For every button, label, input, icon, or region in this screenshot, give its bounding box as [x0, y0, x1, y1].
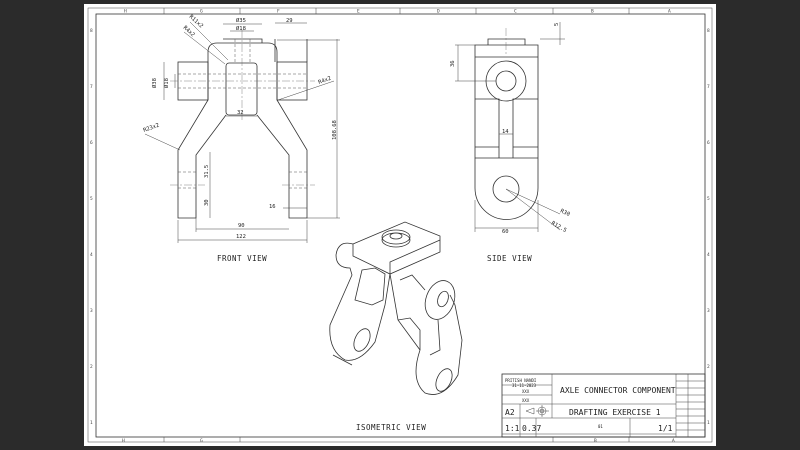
drawn-date: 31-11-2023: [512, 383, 537, 388]
sheet-number: 1/1: [658, 424, 673, 433]
zone-col-label: B: [591, 9, 594, 15]
zone-col-label: H: [124, 9, 127, 15]
dim-r23: R23x2: [143, 123, 161, 134]
dim-r30: R30: [559, 208, 571, 218]
drawing-number: 01: [598, 424, 603, 429]
zone-row-label: 2: [90, 364, 93, 370]
drawing-subtitle: DRAFTING EXERCISE 1: [569, 408, 661, 417]
zone-col-label: C: [514, 9, 517, 15]
drawing-weight: 0.37: [522, 424, 541, 433]
zone-row-label: 7: [90, 84, 93, 90]
drawn-by: PRITISH NANDI: [505, 378, 537, 383]
zone-col-label: G: [200, 9, 203, 15]
side-view-label: SIDE VIEW: [487, 254, 532, 263]
zone-row-label: 5: [707, 196, 710, 202]
zone-row-label: 8: [90, 28, 93, 34]
zone-row-label: 1: [90, 420, 93, 426]
isometric-view: ISOMETRIC VIEW: [329, 221, 463, 432]
sheet-size: A2: [505, 408, 515, 417]
zone-row-label: 6: [707, 140, 710, 146]
zone-row-label: 6: [90, 140, 93, 146]
zone-markers: H G F E D C B A 8 7 6 5 4 3 2 1 8 7 6 5 …: [90, 8, 710, 444]
zone-row-label: 2: [707, 364, 710, 370]
dim-90: 90: [238, 223, 245, 229]
dim-16: 16: [269, 204, 276, 210]
zone-col-label: B: [594, 438, 597, 444]
zone-row-label: 3: [707, 308, 710, 314]
front-view-label: FRONT VIEW: [217, 254, 267, 263]
dim-122: 122: [236, 234, 246, 240]
title-block: PRITISH NANDI 31-11-2023 XXX XXX AXLE CO…: [501, 373, 706, 438]
zone-col-label: D: [437, 9, 440, 15]
dim-r4-right: R4x2: [318, 76, 333, 86]
dim-108: 108.68: [332, 120, 338, 140]
zone-row-label: 4: [90, 252, 93, 258]
zone-col-label: F: [277, 9, 280, 15]
dim-36: 36: [450, 60, 456, 67]
zone-col-label: G: [200, 438, 203, 444]
zone-col-label: A: [668, 9, 671, 15]
drawing-scale: 1:1: [505, 424, 520, 433]
dim-30: 30: [204, 199, 210, 206]
dim-d18-side: Ø18: [163, 78, 170, 88]
dim-32: 32: [237, 110, 244, 116]
zone-row-label: 5: [90, 196, 93, 202]
zone-col-label: E: [357, 9, 360, 15]
paper-sheet: [84, 4, 716, 446]
dim-d35: Ø35: [236, 17, 246, 24]
zone-col-label: A: [672, 438, 675, 444]
isometric-view-label: ISOMETRIC VIEW: [356, 423, 426, 432]
inner-frame: [95, 13, 706, 438]
zone-row-label: 8: [707, 28, 710, 34]
drawing-title: AXLE CONNECTOR COMPONENT: [560, 386, 676, 395]
front-view: Ø35 Ø18 29 R11x2 R4x2 R4x2 Ø38 Ø18 32 R2…: [143, 14, 340, 263]
projection-symbol-icon: [525, 405, 549, 417]
dim-31-5: 31.5: [204, 165, 210, 178]
checked-by: XXX: [522, 389, 530, 394]
dim-5: 5: [554, 23, 560, 26]
dim-d18-top: Ø18: [236, 25, 246, 32]
dim-d38: Ø38: [151, 78, 158, 88]
dim-60: 60: [502, 229, 509, 235]
zone-row-label: 4: [707, 252, 710, 258]
zone-row-label: 1: [707, 420, 710, 426]
zone-row-label: 7: [707, 84, 710, 90]
dim-14: 14: [502, 129, 509, 135]
approved-by: XXX: [522, 398, 530, 403]
zone-row-label: 3: [90, 308, 93, 314]
dim-29: 29: [286, 18, 293, 24]
zone-col-label: H: [122, 438, 125, 444]
